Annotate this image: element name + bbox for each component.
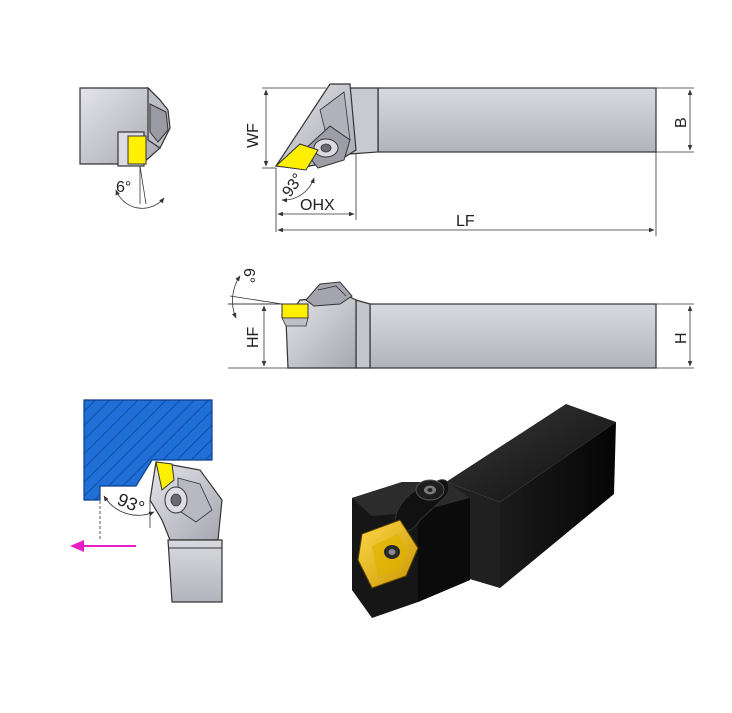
workpiece xyxy=(83,399,213,501)
insert-detail xyxy=(155,461,175,491)
h-label: H xyxy=(673,332,690,344)
angle-clearance-end-label: 6° xyxy=(116,179,131,196)
end-view: 6° xyxy=(79,86,171,209)
top-view: WF B 93° OHX LF xyxy=(245,83,694,236)
angle-approach-top-label: 93° xyxy=(279,171,307,201)
insert-side-view xyxy=(281,303,309,319)
wf-label: WF xyxy=(245,123,262,148)
hf-label: HF xyxy=(245,326,262,348)
angle-clearance-side-label: 6° xyxy=(240,268,257,283)
toolholder-3d-render xyxy=(352,404,616,618)
lf-label: LF xyxy=(456,213,475,230)
application-detail: 93° xyxy=(70,399,223,603)
angle-approach-detail-label: 93° xyxy=(115,489,148,518)
feed-direction-arrow-icon xyxy=(70,540,136,552)
side-view: 6° HF H xyxy=(228,268,694,369)
b-label: B xyxy=(673,117,690,128)
insert-top-view xyxy=(274,143,319,171)
ohx-label: OHX xyxy=(300,197,335,214)
insert-end-view xyxy=(127,135,147,165)
